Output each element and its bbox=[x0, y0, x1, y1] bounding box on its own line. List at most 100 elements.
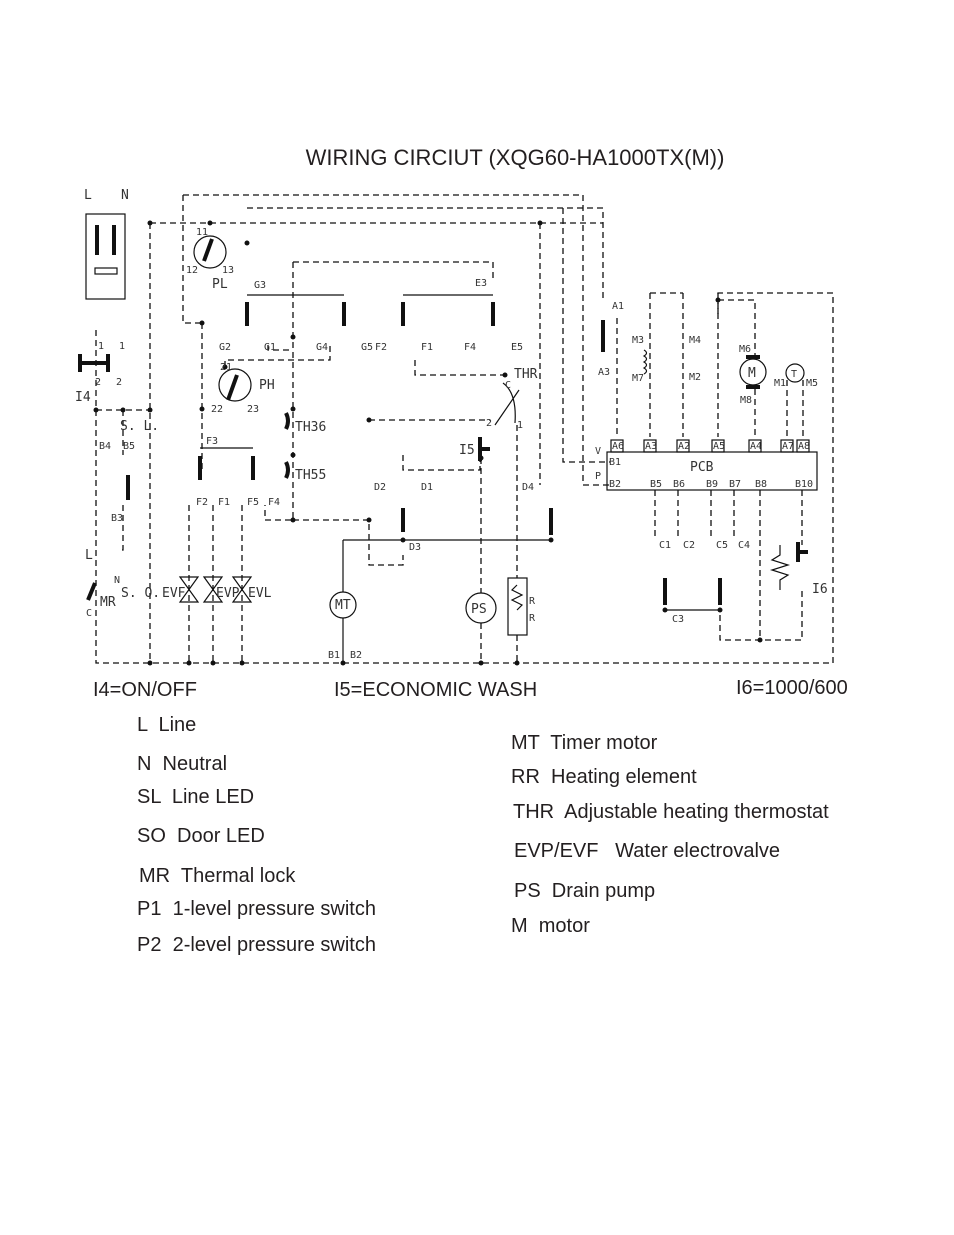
wire bbox=[264, 262, 294, 521]
wire bbox=[718, 299, 756, 355]
junction-dot bbox=[186, 660, 192, 666]
legend-item: THR Adjustable heating thermostat bbox=[513, 801, 829, 823]
label-pcb-b7: B7 bbox=[729, 479, 741, 490]
label-m3: M3 bbox=[632, 335, 644, 346]
label-d3: D3 bbox=[409, 542, 421, 553]
label-sl: S. L. bbox=[120, 419, 159, 434]
junction-dot bbox=[478, 660, 484, 666]
junction-dot bbox=[290, 452, 296, 458]
label-b1: B1 bbox=[328, 650, 340, 661]
junction-dot bbox=[199, 320, 205, 326]
label-th55: TH55 bbox=[295, 468, 326, 483]
label-i3: 13 bbox=[222, 265, 234, 276]
junction-dot bbox=[290, 334, 296, 340]
wire bbox=[120, 505, 124, 551]
junction-dot bbox=[340, 660, 346, 666]
timer-motor-symbol bbox=[329, 591, 357, 619]
label-v: V bbox=[595, 446, 601, 457]
electrovalve-icons bbox=[178, 576, 253, 603]
label-p23: 23 bbox=[247, 404, 259, 415]
junction-dot bbox=[93, 407, 99, 413]
door-lock-resistor bbox=[94, 267, 118, 275]
label-motor: M bbox=[748, 366, 756, 381]
pcb-pin-box bbox=[796, 439, 810, 453]
label-e5: E5 bbox=[511, 342, 523, 353]
label-pcb-b2: B2 bbox=[609, 479, 621, 490]
wire bbox=[293, 519, 404, 566]
junction-dot bbox=[502, 372, 508, 378]
wire bbox=[182, 195, 202, 324]
junction-dot bbox=[147, 407, 153, 413]
label-i2: 12 bbox=[186, 265, 198, 276]
junction-dot bbox=[290, 517, 296, 523]
thermostat-icons bbox=[284, 412, 290, 479]
ph-pressure-switch bbox=[218, 368, 252, 402]
label-d2: D2 bbox=[374, 482, 386, 493]
label-l-top: L bbox=[84, 188, 92, 203]
label-c2: C2 bbox=[683, 540, 695, 551]
label-mr-l: L bbox=[85, 548, 93, 563]
junction-dot bbox=[662, 607, 668, 613]
junction-dot bbox=[210, 660, 216, 666]
label-i4-2a: 2 bbox=[95, 377, 101, 388]
i5-switch-icon bbox=[478, 437, 490, 461]
junction-dot bbox=[717, 607, 723, 613]
stator-coil-icon bbox=[642, 349, 648, 375]
label-mr-n: N bbox=[114, 575, 120, 586]
label-pin-a4: A4 bbox=[750, 441, 762, 452]
label-b5: B5 bbox=[123, 441, 135, 452]
label-f3: F3 bbox=[206, 436, 218, 447]
mr-thermal-lock-contact bbox=[86, 582, 97, 601]
label-i4: I4 bbox=[75, 390, 91, 405]
pcb-pin-box bbox=[711, 439, 725, 453]
label-evp: EVP bbox=[216, 586, 240, 601]
label-d1: D1 bbox=[421, 482, 433, 493]
junction-dot bbox=[514, 660, 520, 666]
legend-item: L Line bbox=[137, 714, 197, 736]
label-a1: A1 bbox=[612, 301, 624, 312]
junction-dot bbox=[244, 240, 250, 246]
label-c4: C4 bbox=[738, 540, 750, 551]
i4-switch-icon bbox=[78, 354, 110, 372]
junction-dot bbox=[207, 220, 213, 226]
label-p21: 21 bbox=[220, 362, 232, 373]
label-i4-1a: 1 bbox=[98, 341, 104, 352]
i6-note: I6=1000/600 bbox=[736, 677, 848, 699]
label-pin-a2: A2 bbox=[678, 441, 690, 452]
label-pin-a8: A8 bbox=[798, 441, 810, 452]
pl-pressure-switch bbox=[193, 235, 227, 269]
label-m6: M6 bbox=[739, 344, 751, 355]
label-pl: PL bbox=[212, 277, 228, 292]
label-g4: G4 bbox=[316, 342, 328, 353]
page-title: WIRING CIRCIUT (XQG60-HA1000TX(M)) bbox=[305, 145, 725, 170]
legend-item: SL Line LED bbox=[137, 786, 255, 808]
label-m4: M4 bbox=[689, 335, 701, 346]
label-thr-c: C bbox=[505, 380, 511, 391]
label-pin-a3: A3 bbox=[645, 441, 657, 452]
label-m8: M8 bbox=[740, 395, 752, 406]
junction-dot bbox=[757, 637, 763, 643]
i6-switch-icon bbox=[796, 542, 808, 562]
wire bbox=[267, 345, 293, 351]
junction-dot bbox=[239, 660, 245, 666]
label-f1: F1 bbox=[218, 497, 230, 508]
junction-dot bbox=[147, 660, 153, 666]
label-b4: B4 bbox=[99, 441, 111, 452]
wire bbox=[247, 207, 604, 300]
label-c5: C5 bbox=[716, 540, 728, 551]
label-pin-a5: A5 bbox=[713, 441, 725, 452]
label-th36: TH36 bbox=[295, 420, 326, 435]
pl-contact bbox=[202, 238, 214, 262]
legend-item: P1 1-level pressure switch bbox=[137, 898, 376, 920]
legend-item: SO Door LED bbox=[137, 825, 265, 847]
label-evf: EVF bbox=[162, 586, 186, 601]
label-i6: I6 bbox=[812, 582, 828, 597]
label-pcb-b1: B1 bbox=[609, 457, 621, 468]
wire bbox=[183, 194, 610, 486]
wire bbox=[414, 360, 505, 376]
label-g3: G3 bbox=[254, 280, 266, 291]
legend-item: PS Drain pump bbox=[514, 880, 656, 902]
label-f4a: F4 bbox=[464, 342, 476, 353]
pcb-pin-box bbox=[610, 439, 624, 453]
